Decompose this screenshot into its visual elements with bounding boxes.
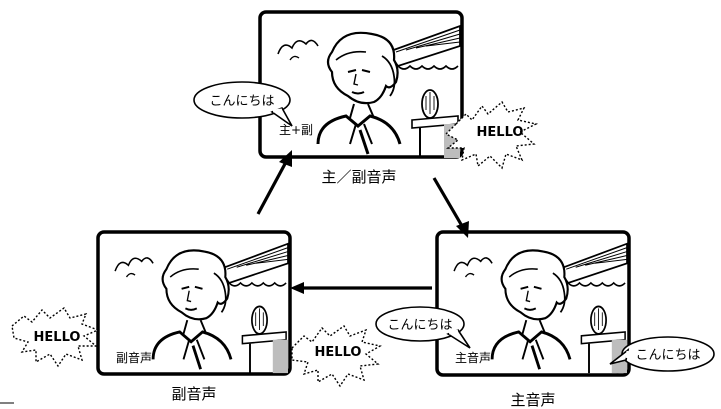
tv-label-left: 副音声 — [116, 350, 152, 365]
arrow-top-to-right — [432, 177, 469, 238]
caption-right: 主音声 — [510, 391, 555, 409]
arrow-right-to-left — [290, 282, 432, 294]
caption-left: 副音声 — [171, 385, 216, 403]
speech-bubble-top-left: こんにちは — [193, 81, 293, 127]
speech-bubble-left-inner: HELLO — [291, 324, 382, 388]
arrow-left-to-top — [256, 150, 292, 215]
speech-text: HELLO — [315, 345, 362, 360]
tv-panel-left: 副音声 — [96, 230, 292, 376]
caption-top: 主／副音声 — [321, 168, 396, 186]
speech-text: HELLO — [34, 330, 81, 345]
speech-text: HELLO — [477, 125, 524, 140]
speech-text: こんにちは — [209, 94, 274, 109]
tv-panel-right: 主音声 — [435, 230, 631, 377]
speech-bubble-left-outer: HELLO — [11, 306, 100, 368]
tv-panel-top: 主+副 — [258, 10, 464, 160]
tv-label-top: 主+副 — [279, 123, 313, 137]
speech-bubble-top-right: HELLO — [444, 100, 539, 170]
speech-bubble-right-right: こんにちは — [609, 336, 715, 372]
tv-label-right: 主音声 — [455, 350, 491, 365]
speech-text: こんにちは — [635, 348, 700, 363]
speech-bubble-right-left: こんにちは — [375, 306, 471, 349]
speech-text: こんにちは — [387, 318, 452, 333]
